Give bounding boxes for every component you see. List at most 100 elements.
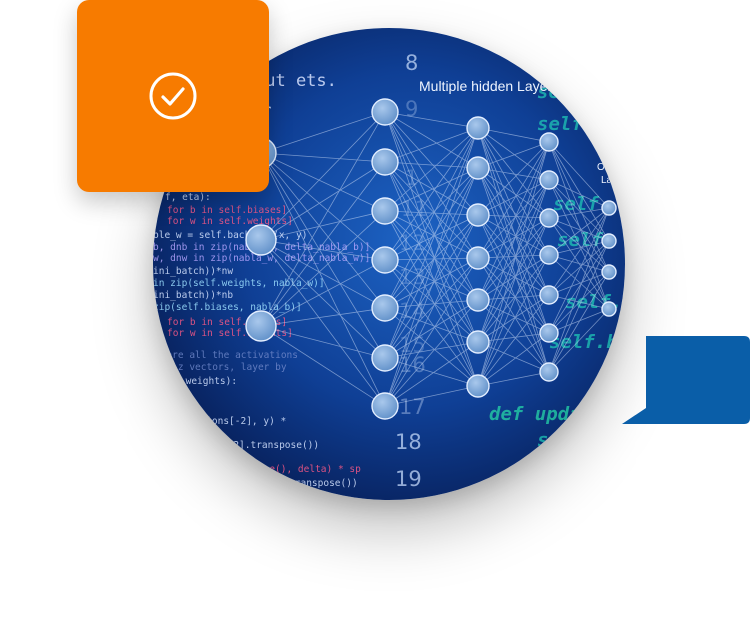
network-node xyxy=(371,148,399,176)
code-line: for w in self.weights] xyxy=(167,328,293,339)
code-line: store all the activations xyxy=(155,350,298,361)
connection-line xyxy=(477,257,550,334)
connection-line xyxy=(477,141,550,301)
connection-line xyxy=(477,167,550,256)
number-label: 13 xyxy=(399,265,426,289)
code-line: def update xyxy=(489,403,603,425)
number-label: 16 xyxy=(399,353,426,377)
connection-line xyxy=(477,127,550,181)
number-label: 19 xyxy=(395,467,422,491)
connection-line xyxy=(477,257,550,296)
connection-line xyxy=(384,307,479,387)
connection-line xyxy=(384,161,479,387)
network-node xyxy=(371,294,399,322)
connection-line xyxy=(548,240,610,256)
connection-line xyxy=(548,217,610,242)
connection-line xyxy=(477,341,550,373)
connection-line xyxy=(548,207,610,334)
connection-line xyxy=(384,161,479,343)
connection-line xyxy=(384,127,479,212)
connection-line xyxy=(477,179,550,216)
check-circle-icon xyxy=(149,72,197,120)
network-node xyxy=(245,310,277,342)
connection-line xyxy=(548,254,610,310)
connection-line xyxy=(548,271,610,373)
connection-line xyxy=(260,111,386,241)
connection-line xyxy=(260,259,386,327)
network-node xyxy=(601,301,617,317)
connection-line xyxy=(384,167,479,407)
connection-line xyxy=(384,357,479,387)
connection-line xyxy=(384,161,479,259)
connection-line xyxy=(384,111,479,301)
connection-line xyxy=(477,167,550,296)
network-node xyxy=(466,246,490,270)
network-node xyxy=(466,288,490,312)
connection-line xyxy=(477,167,550,219)
connection-line xyxy=(384,307,479,343)
connection-line xyxy=(477,294,550,343)
connection-line xyxy=(548,207,610,256)
connection-line xyxy=(384,299,479,359)
connection-line xyxy=(384,259,479,343)
connection-line xyxy=(548,207,610,373)
number-label: 8 xyxy=(405,51,418,75)
network-node xyxy=(539,170,559,190)
code-line: vations[-2], y) * xyxy=(189,416,286,427)
connection-line xyxy=(548,179,610,242)
connection-line xyxy=(548,308,610,373)
network-node xyxy=(466,330,490,354)
connection-line xyxy=(477,299,550,334)
connection-line xyxy=(477,167,550,334)
connection-line xyxy=(477,141,550,216)
connection-line xyxy=(548,240,610,296)
network-node xyxy=(539,323,559,343)
network-connections xyxy=(260,111,610,407)
connection-line xyxy=(384,210,479,387)
code-line: self.bot xyxy=(549,331,625,353)
number-label: 9 xyxy=(405,97,418,121)
code-line: y) xyxy=(277,490,288,500)
connection-line xyxy=(260,152,386,261)
connection-line xyxy=(384,161,479,216)
connection-line xyxy=(477,217,550,301)
connection-line xyxy=(384,167,479,359)
connection-line xyxy=(477,214,550,296)
connection-line xyxy=(384,214,479,407)
connection-line xyxy=(384,385,479,407)
code-line: zip(self.biases, nabla_b)] xyxy=(153,302,302,313)
code-line: self.weights): xyxy=(157,376,237,387)
network-nodes xyxy=(245,98,617,420)
connection-line xyxy=(548,141,610,209)
connection-line xyxy=(384,111,479,216)
network-node xyxy=(371,344,399,372)
connection-line xyxy=(384,127,479,359)
connection-line xyxy=(477,214,550,334)
connection-line xyxy=(384,299,479,407)
connection-line xyxy=(384,257,479,407)
network-node xyxy=(539,245,559,265)
code-line: ini_batch))*nb xyxy=(153,290,233,301)
connection-line xyxy=(548,240,610,373)
connection-line xyxy=(260,161,386,327)
connection-line xyxy=(548,271,610,334)
connection-line xyxy=(477,299,550,373)
code-line: se xyxy=(537,429,560,451)
connection-line xyxy=(548,179,610,209)
code-line: the z vectors, layer by xyxy=(155,362,287,373)
network-node xyxy=(371,197,399,225)
connection-line xyxy=(260,307,386,327)
network-node xyxy=(371,246,399,274)
connection-line xyxy=(384,257,479,359)
network-node xyxy=(539,132,559,152)
connection-line xyxy=(260,152,386,309)
connection-line xyxy=(477,254,550,259)
connection-line xyxy=(477,294,550,387)
connection-line xyxy=(384,111,479,387)
connection-line xyxy=(384,257,479,261)
neural-network-illustration: out ets. er f, eta): for b in self.biase… xyxy=(153,28,625,500)
code-line: in zip(self.weights, nabla_w)] xyxy=(153,278,325,289)
code-line: w, dnw in zip(nabla_w, delta_nabla_w)] xyxy=(153,253,370,264)
code-line: for w in self.weights] xyxy=(167,216,293,227)
network-node xyxy=(245,224,277,256)
